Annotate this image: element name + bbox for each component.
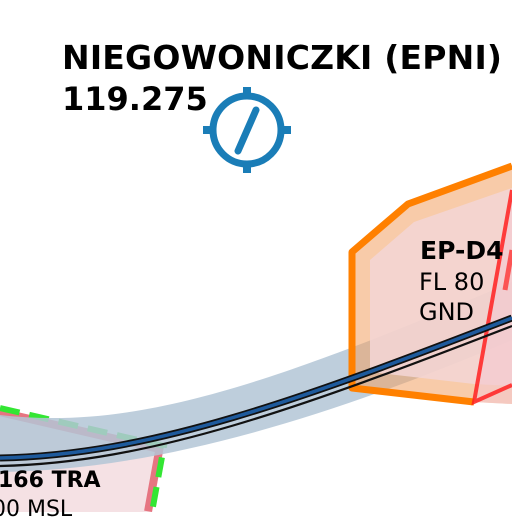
airfield-icon (203, 87, 291, 173)
route-line-lower (0, 324, 512, 468)
aviation-map: NIEGOWONICZKI (EPNI) 119.275 EP-D4 FL 80… (0, 38, 512, 522)
tra-lower-limit: 00 MSL (0, 497, 73, 522)
ep-d4-zone (348, 162, 512, 406)
ep-d4-label: EP-D4 (420, 236, 504, 265)
restricted-zone-border (471, 189, 512, 406)
restricted-zone-border-edge (502, 249, 512, 291)
approach-corridor (0, 282, 512, 472)
airfield-frequency: 119.275 (62, 80, 208, 118)
restricted-zone (471, 189, 512, 406)
ep-d4-lower-limit: GND (419, 298, 475, 326)
ep-d4-zone-inner-fill (370, 188, 512, 386)
route-line (0, 316, 512, 460)
tra-label: 166 TRA (0, 468, 101, 493)
map-shapes (0, 87, 512, 513)
runway-icon (234, 106, 260, 155)
ep-d4-upper-limit: FL 80 (419, 268, 485, 296)
airfield-name: NIEGOWONICZKI (EPNI) (62, 38, 503, 77)
ep-d4-zone-border (348, 162, 512, 406)
